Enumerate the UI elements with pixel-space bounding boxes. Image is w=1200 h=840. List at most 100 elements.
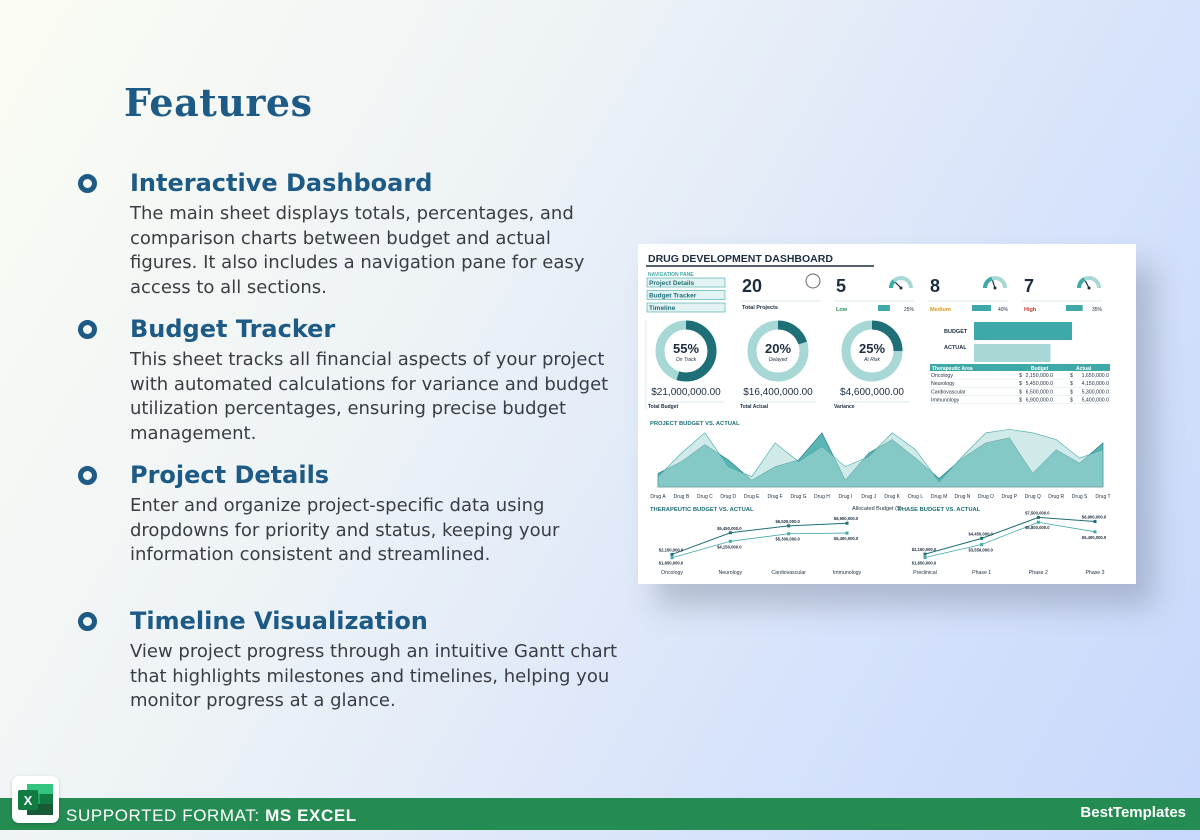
therapeutic-chart-data-label: $6,900,000.0 <box>834 516 859 521</box>
therapeutic-chart-line <box>671 532 848 559</box>
donut-fill <box>747 320 809 382</box>
donut-label: On Track <box>676 357 697 363</box>
table-cell: Neurology <box>931 381 955 387</box>
area-x-label: Drug M <box>931 494 947 500</box>
therapeutic-chart-marker <box>787 532 791 536</box>
area-x-label: Drug N <box>955 494 971 500</box>
phase-chart-data-label: $1,650,000.0 <box>912 561 937 566</box>
area-x-label: Drug C <box>697 494 713 500</box>
nav-item-timeline: Timeline <box>649 305 676 312</box>
table-cell: $ <box>1019 373 1022 379</box>
priority-bar <box>1066 305 1083 311</box>
area-x-label: Drug K <box>884 494 900 500</box>
donut-caption: Total Actual <box>740 404 769 410</box>
therapeutic-chart-marker <box>670 552 674 556</box>
therapeutic-chart-data-label: $2,150,000.0 <box>659 547 684 552</box>
therapeutic-chart-data-label: $5,450,000.0 <box>717 526 742 531</box>
excel-letter: X <box>24 793 33 808</box>
table-cell: 6,500,000.0 <box>1026 389 1054 395</box>
area-x-label: Drug B <box>674 494 690 500</box>
nav-item-box <box>646 302 726 313</box>
table-cell: $ <box>1019 389 1022 395</box>
area-x-label: Drug J <box>861 494 876 500</box>
therapeutic-chart-x-label: Cardiovascular <box>771 570 806 576</box>
therapeutic-chart-marker <box>845 531 849 535</box>
dashboard-canvas: DRUG DEVELOPMENT DASHBOARD NAVIGATION PAN… <box>645 253 1111 576</box>
priority-pct: 35% <box>1092 307 1103 313</box>
area-x-label: Drug S <box>1072 494 1088 500</box>
table-cell: Immunology <box>931 398 960 404</box>
priority-count: 7 <box>1024 276 1034 296</box>
table-cell: $ <box>1070 373 1073 379</box>
table-header: Budget <box>1031 366 1049 372</box>
phase-chart-x-label: Preclinical <box>913 570 937 576</box>
dashboard-title: DRUG DEVELOPMENT DASHBOARD <box>648 253 833 265</box>
table-header-bg <box>930 364 1110 371</box>
priority-count: 8 <box>930 276 940 296</box>
area-x-label: Drug T <box>1095 494 1110 500</box>
donut-fill <box>655 320 717 382</box>
therapeutic-chart-data-label: $4,150,000.0 <box>717 544 742 549</box>
page-title: Features <box>124 80 313 125</box>
donut-amount: $16,400,000.00 <box>743 387 813 398</box>
area-x-label: Drug G <box>790 494 806 500</box>
feature-interactive-dashboard: Interactive Dashboard The main sheet dis… <box>78 168 623 300</box>
table-cell: $ <box>1070 398 1073 404</box>
table-cell: 4,150,000.0 <box>1082 381 1110 387</box>
area-legend: Allocated Budget ($) <box>852 506 902 512</box>
feature-project-details: Project Details Enter and organize proje… <box>78 460 623 568</box>
table-cell: $ <box>1019 381 1022 387</box>
phase-chart-marker <box>1093 520 1097 524</box>
area-x-label: Drug L <box>908 494 923 500</box>
table-cell: Cardiovascular <box>931 389 966 395</box>
actual-bar-label: ACTUAL <box>944 345 967 351</box>
phase-chart-marker <box>923 556 927 560</box>
priority-label: Medium <box>930 307 951 313</box>
phase-chart-data-label: $3,550,000.0 <box>968 548 993 553</box>
phase-chart-data-label: $4,450,000.0 <box>968 531 993 536</box>
phase-chart-marker <box>1093 530 1097 534</box>
bullet-ring-icon <box>78 174 97 193</box>
feature-description: The main sheet displays totals, percenta… <box>130 203 585 298</box>
priority-bar <box>972 305 991 311</box>
table-cell: Oncology <box>931 373 953 379</box>
table-cell: 6,900,000.0 <box>1026 398 1054 404</box>
therapeutic-chart-title: THERAPEUTIC BUDGET VS. ACTUAL <box>650 507 754 513</box>
table-header: Therapeutic Area <box>932 366 973 372</box>
area-x-label: Drug E <box>744 494 760 500</box>
phase-chart-line <box>924 516 1096 555</box>
therapeutic-chart-marker <box>728 539 732 543</box>
feature-budget-tracker: Budget Tracker This sheet tracks all fin… <box>78 314 623 446</box>
gauge-hub <box>899 286 903 290</box>
nav-pane-label: NAVIGATION PANE <box>648 272 694 278</box>
area-x-label: Drug H <box>814 494 830 500</box>
dashboard-preview: DRUG DEVELOPMENT DASHBOARD NAVIGATION PAN… <box>638 244 1136 584</box>
priority-pct: 25% <box>904 307 915 313</box>
donut-label: At Risk <box>863 357 880 363</box>
donut-amount: $4,600,000.00 <box>840 387 904 398</box>
excel-logo: X <box>12 776 59 823</box>
nav-item-budget-tracker: Budget Tracker <box>649 293 697 300</box>
priority-bar <box>878 305 890 311</box>
gauge-fill <box>983 276 993 289</box>
budget-bar <box>974 322 1072 340</box>
priority-label: Low <box>836 307 848 313</box>
area-x-label: Drug I <box>839 494 853 500</box>
area-x-label: Drug A <box>650 494 666 500</box>
feature-title: Timeline Visualization <box>130 607 428 635</box>
phase-chart-x-label: Phase 2 <box>1029 570 1048 576</box>
phase-chart-line <box>924 521 1096 558</box>
table-cell: 5,450,000.0 <box>1026 381 1054 387</box>
therapeutic-chart-line <box>671 522 848 555</box>
table-cell: 5,300,000.0 <box>1082 389 1110 395</box>
donut-amount: $21,000,000.00 <box>651 387 721 398</box>
excel-icon: X <box>18 784 53 815</box>
phase-chart-title: PHASE BUDGET VS. ACTUAL <box>898 507 981 513</box>
footer-bar <box>0 798 1200 830</box>
area-x-label: Drug F <box>767 494 782 500</box>
area-x-label: Drug P <box>1002 494 1018 500</box>
phase-chart-marker <box>1036 515 1040 519</box>
phase-chart-data-label: $2,150,000.0 <box>912 547 937 552</box>
table-cell: $ <box>1070 389 1073 395</box>
priority-pct: 40% <box>998 307 1009 313</box>
